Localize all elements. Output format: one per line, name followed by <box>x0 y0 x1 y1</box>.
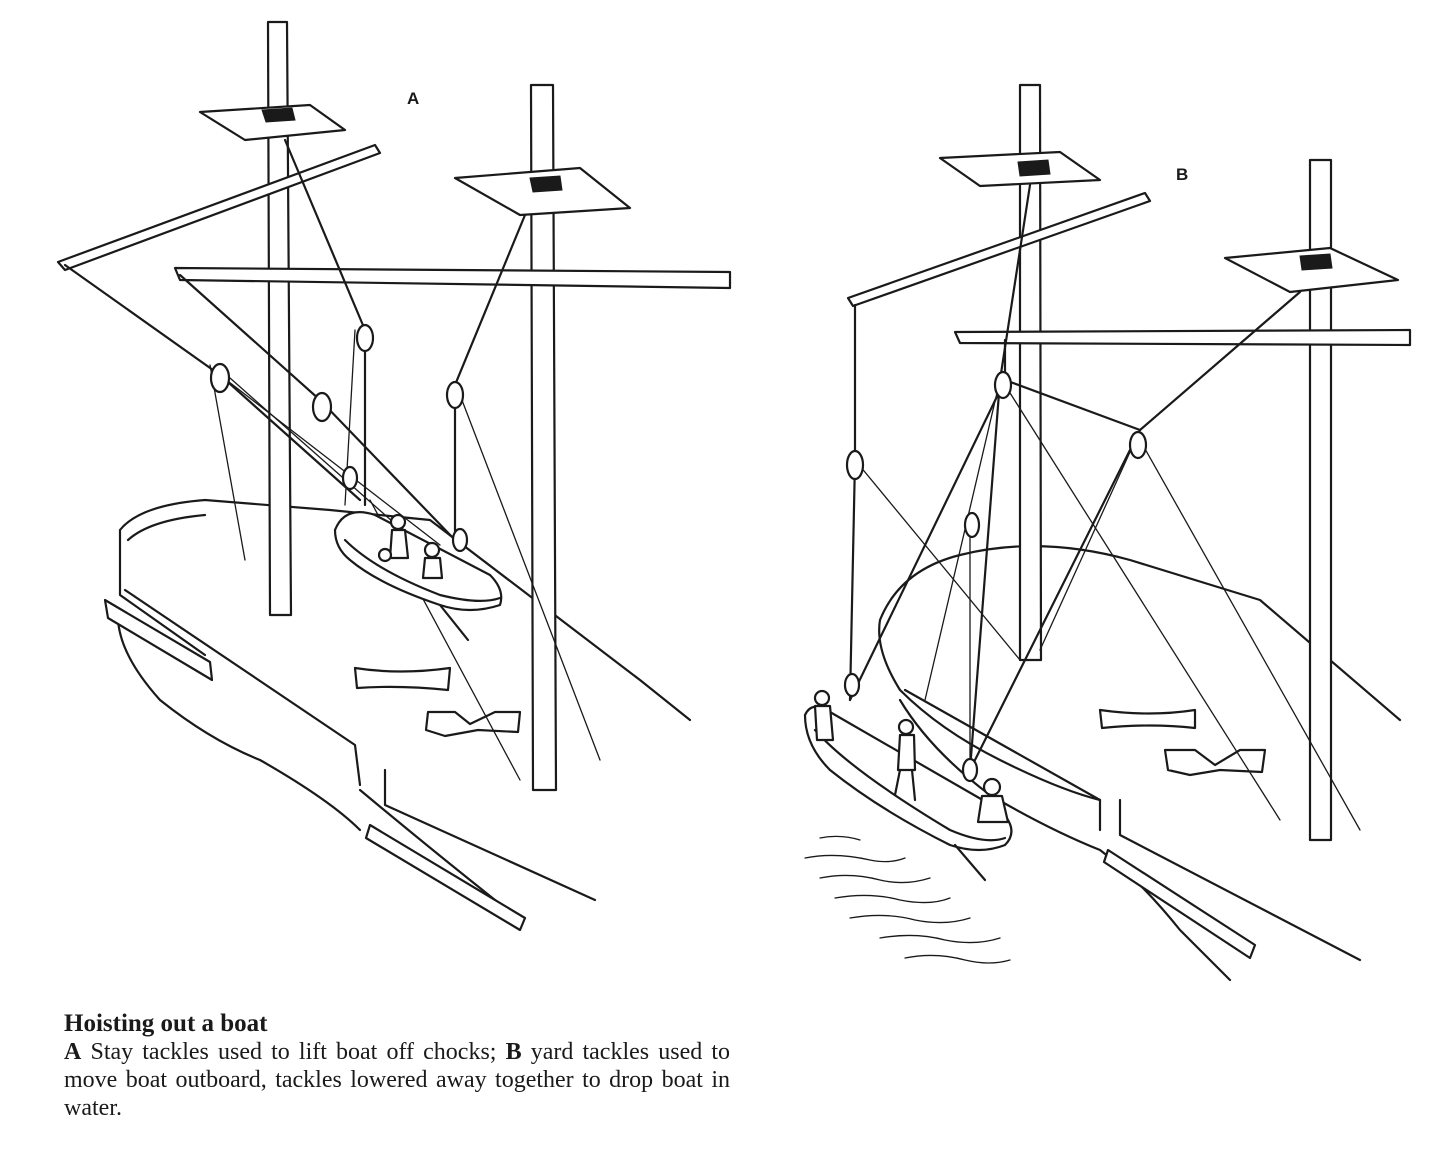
panel-b-label: B <box>1176 165 1188 184</box>
panel-a-boat <box>333 511 503 612</box>
panel-b-mast-1 <box>1018 83 1043 662</box>
panel-a-mast-2 <box>529 83 558 792</box>
panel-a-yard-2 <box>173 266 732 290</box>
caption-label-b: B <box>505 1039 522 1065</box>
panel-b-yard-1 <box>846 191 1152 308</box>
caption-label-a: A <box>64 1039 82 1065</box>
panel-a-top-1 <box>198 103 347 142</box>
panel-a-mast-1 <box>266 20 293 617</box>
panel-b-yard-2 <box>953 328 1412 347</box>
caption-text-b: yard tackles used to move boat outboard,… <box>64 1039 731 1121</box>
panel-b-illustration: B <box>803 83 1412 982</box>
caption-title: Hoisting out a boat <box>64 1010 268 1037</box>
caption-text-a: Stay tackles used to lift boat off chock… <box>90 1039 497 1065</box>
panel-b-top-2 <box>1223 246 1400 294</box>
panel-a-deck <box>116 498 692 832</box>
figure-caption: Hoisting out a boat A Stay tackles used … <box>64 1010 730 1122</box>
panel-a-label: A <box>407 89 419 108</box>
caption-body: A Stay tackles used to lift boat off cho… <box>64 1038 730 1122</box>
panel-a-illustration: A <box>56 20 732 932</box>
panel-b-deck <box>878 545 1402 832</box>
panel-b-water <box>804 835 1011 964</box>
